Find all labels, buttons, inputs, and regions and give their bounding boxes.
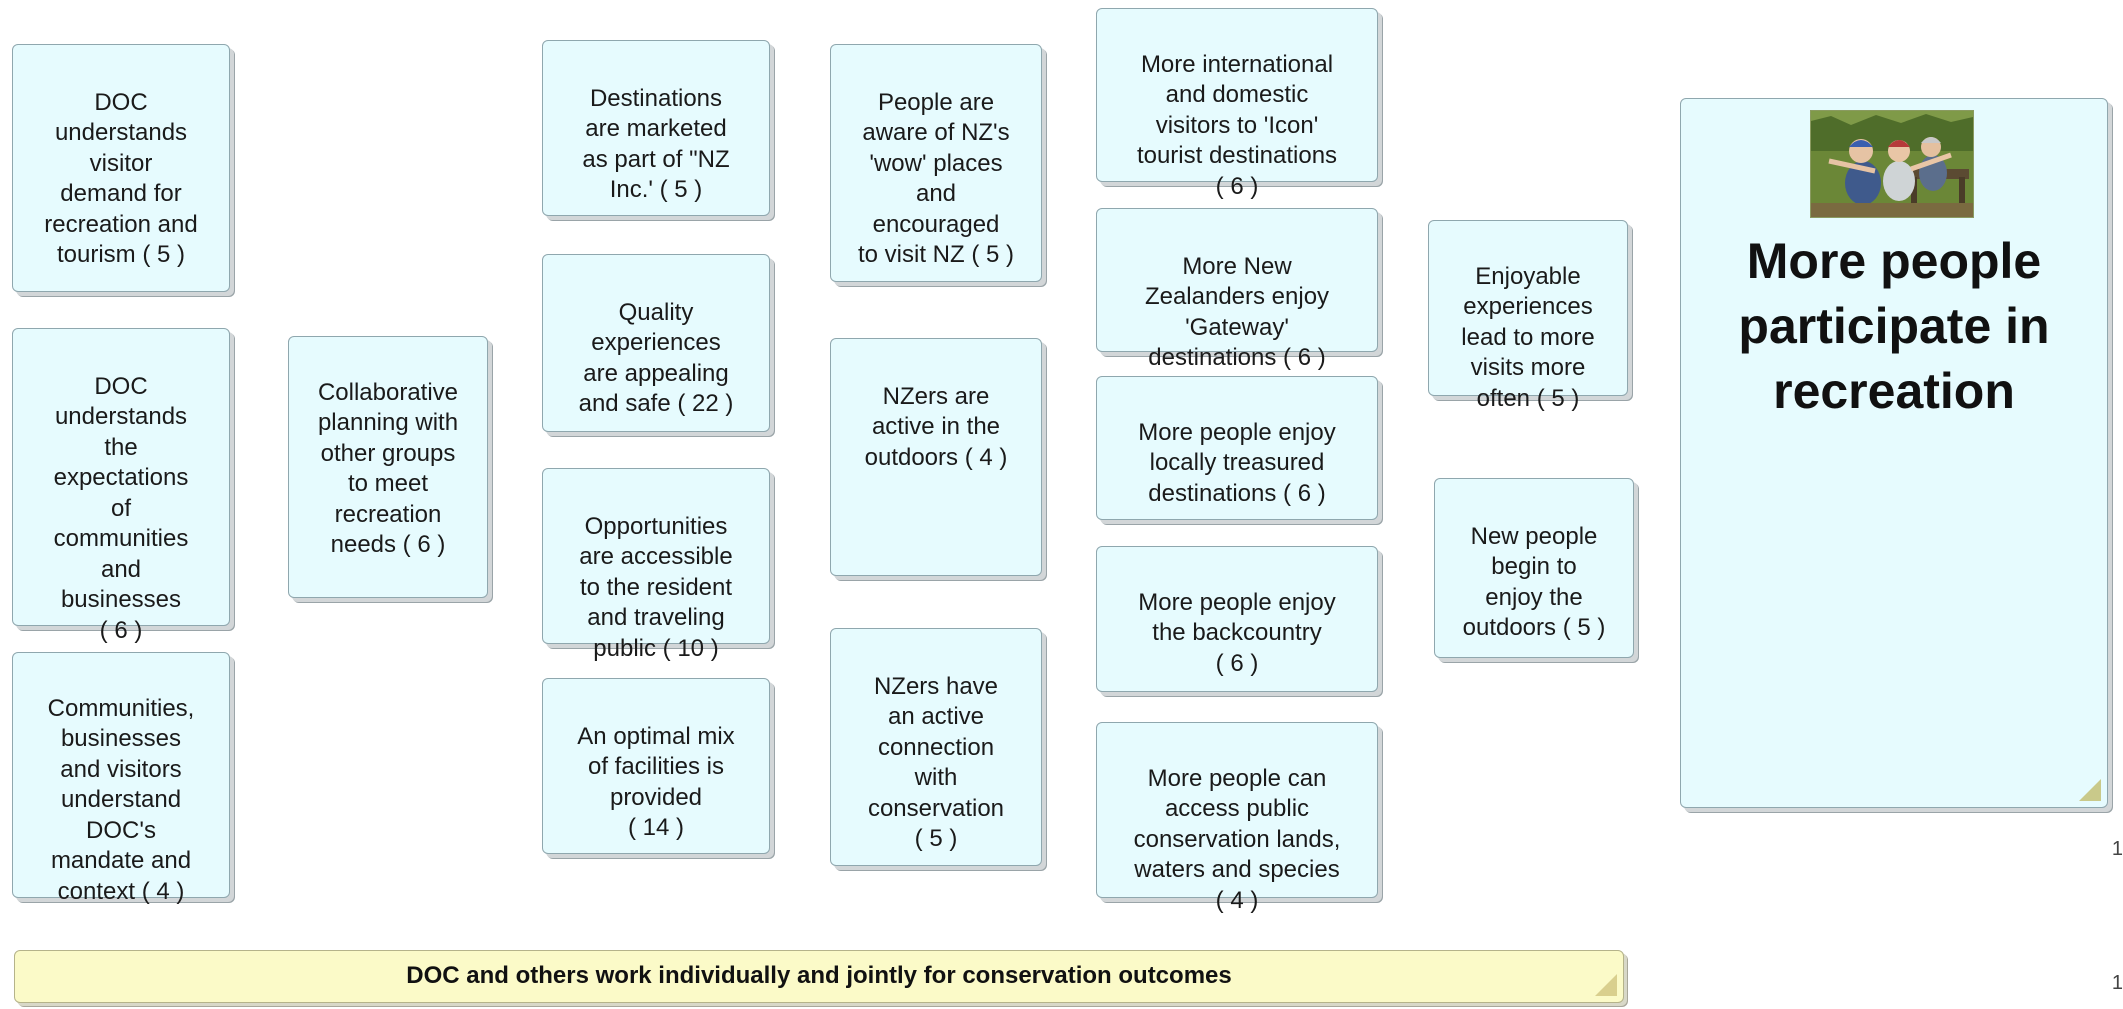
card-text: More people can access public conservati…	[1133, 764, 1341, 914]
card-collaborative-planning: Collaborative planning with other groups…	[288, 336, 488, 598]
card-icon-destinations: More international and domestic visitors…	[1096, 8, 1378, 200]
card-text: Enjoyable experiences lead to more visit…	[1461, 262, 1595, 412]
corner-fold-icon	[1595, 974, 1617, 996]
card-opportunities-accessible: Opportunities are accessible to the resi…	[542, 468, 770, 662]
card-text: NZers have an active connection with con…	[867, 672, 1005, 853]
card-locally-treasured: More people enjoy locally treasured dest…	[1096, 376, 1378, 520]
card-text: More international and domestic visitors…	[1136, 50, 1338, 200]
edge-mark: 1	[2111, 838, 2123, 860]
card-facilities-mix: An optimal mix of facilities is provided…	[542, 678, 770, 854]
card-text: More New Zealanders enjoy 'Gateway' dest…	[1144, 252, 1330, 372]
card-backcountry: More people enjoy the backcountry ( 6 )	[1096, 546, 1378, 692]
card-destinations-marketed: Destinations are marketed as part of "NZ…	[542, 40, 770, 216]
card-text: New people begin to enjoy the outdoors (…	[1462, 522, 1606, 642]
foundation-banner: DOC and others work individually and joi…	[14, 950, 1624, 1003]
card-text: People are aware of NZ's 'wow' places an…	[857, 88, 1014, 269]
card-text: Opportunities are accessible to the resi…	[579, 512, 733, 662]
outcome-photo	[1810, 110, 1974, 218]
card-text: NZers are active in the outdoors ( 4 )	[864, 382, 1008, 471]
card-doc-mandate: Communities, businesses and visitors und…	[12, 652, 230, 905]
card-text: More people enjoy locally treasured dest…	[1138, 418, 1336, 507]
edge-mark: 1	[2111, 972, 2123, 994]
card-gateway-destinations: More New Zealanders enjoy 'Gateway' dest…	[1096, 208, 1378, 371]
card-text: Quality experiences are appealing and sa…	[578, 298, 734, 418]
card-text: Communities, businesses and visitors und…	[47, 694, 195, 905]
card-visitor-demand: DOC understands visitor demand for recre…	[12, 44, 230, 292]
outcome-title: More people participate in recreation	[1738, 233, 2050, 419]
card-conservation-connection: NZers have an active connection with con…	[830, 628, 1042, 866]
outcome-box: More people participate in recreation	[1680, 98, 2108, 808]
card-quality-experiences: Quality experiences are appealing and sa…	[542, 254, 770, 432]
card-text: Collaborative planning with other groups…	[317, 378, 459, 559]
card-text: DOC understands visitor demand for recre…	[44, 88, 198, 269]
card-community-expectations: DOC understands the expectations of comm…	[12, 328, 230, 644]
card-enjoyable-experiences: Enjoyable experiences lead to more visit…	[1428, 220, 1628, 412]
card-text: DOC understands the expectations of comm…	[53, 372, 189, 644]
card-nzers-active: NZers are active in the outdoors ( 4 )	[830, 338, 1042, 576]
corner-fold-icon	[2079, 779, 2101, 801]
banner-text: DOC and others work individually and joi…	[406, 962, 1232, 989]
children-outdoors-photo-icon	[1811, 111, 1973, 217]
card-new-people: New people begin to enjoy the outdoors (…	[1434, 478, 1634, 658]
card-text: More people enjoy the backcountry ( 6 )	[1138, 588, 1336, 677]
card-text: An optimal mix of facilities is provided…	[577, 722, 735, 842]
card-text: Destinations are marketed as part of "NZ…	[582, 84, 730, 204]
card-wow-places: People are aware of NZ's 'wow' places an…	[830, 44, 1042, 282]
card-public-conservation-access: More people can access public conservati…	[1096, 722, 1378, 914]
